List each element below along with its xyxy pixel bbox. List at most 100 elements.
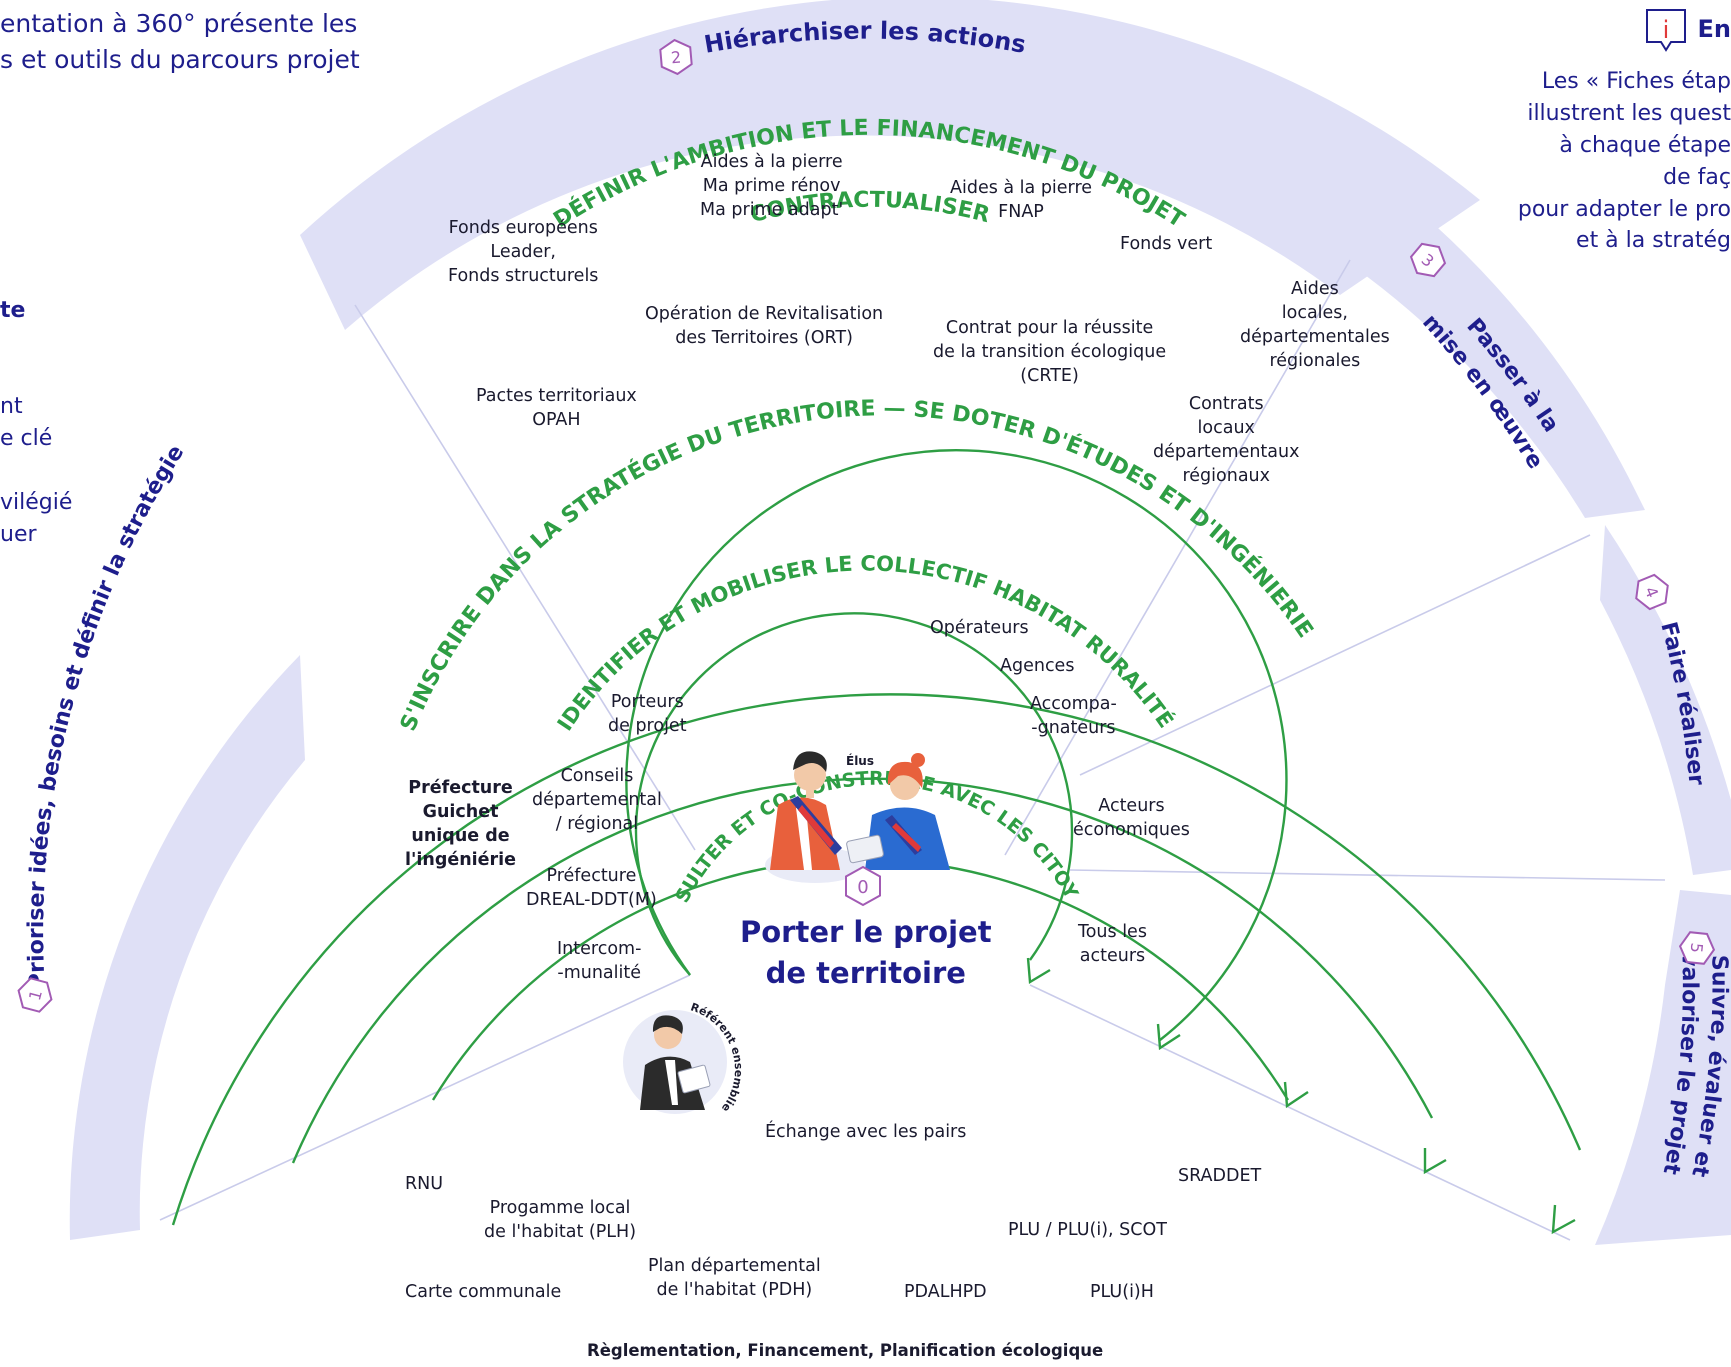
arrowhead xyxy=(1423,1148,1447,1175)
intro-line-2: s et outils du parcours projet xyxy=(0,45,360,75)
contract-line: Contrats xyxy=(1188,394,1264,414)
green-rings xyxy=(171,449,1582,1226)
reg-line: de l'habitat (PDH) xyxy=(656,1280,813,1301)
actor-line: -munalité xyxy=(557,963,641,984)
reg-line: Carte communale xyxy=(405,1282,562,1302)
actor-agences: Agences xyxy=(1000,654,1074,678)
funding-aides-pierre-fnap: Aides à la pierre FNAP xyxy=(950,176,1092,224)
actor-line: / régional xyxy=(555,814,639,835)
actor-line: Agences xyxy=(1000,656,1075,676)
intro-text: entation à 360° présente les s et outils… xyxy=(0,6,360,79)
actor-line: acteurs xyxy=(1079,946,1146,967)
funding-line: Fonds structurels xyxy=(448,266,599,287)
prefecture-line: unique de xyxy=(411,826,510,847)
reg-line: PLU(i)H xyxy=(1090,1282,1154,1302)
prefecture-line: Préfecture xyxy=(408,778,513,798)
step-badges: 1 2 3 4 5 xyxy=(17,38,1716,1013)
strategy-prefecture: Préfecture Guichet unique de l'ingéniéri… xyxy=(405,776,516,873)
arrowhead xyxy=(1283,1081,1309,1109)
reg-line: RNU xyxy=(405,1174,444,1194)
left-panel-line-4: nt xyxy=(0,393,23,419)
funding-line: locales, xyxy=(1281,303,1348,324)
info-line-5: pour adapter le pro xyxy=(1517,196,1731,222)
reg-line: SRADDET xyxy=(1178,1166,1262,1186)
actor-operateurs: Opérateurs xyxy=(930,616,1029,640)
ring-arrowheads xyxy=(1026,957,1576,1235)
reg-line: de l'habitat (PLH) xyxy=(484,1222,637,1243)
ring-contract xyxy=(291,777,1434,1164)
actor-line: Opérateurs xyxy=(930,618,1029,638)
center-title: Porter le projet de territoire xyxy=(740,912,992,994)
band-segment-5 xyxy=(1595,890,1731,1245)
actor-line: Conseils xyxy=(560,766,634,786)
left-panel-text: te nt e clé vilégié uer xyxy=(0,295,72,550)
info-line: Les « Fiches étap xyxy=(1518,66,1731,98)
elus-illustration: Élus xyxy=(765,751,950,883)
left-panel-line-5: e clé xyxy=(0,425,53,451)
contract-line: locaux xyxy=(1197,418,1255,439)
step-badge-2: 2 xyxy=(659,38,693,76)
funding-line: Leader, xyxy=(490,242,556,263)
contract-pactes: Pactes territoriaux OPAH xyxy=(476,384,637,432)
actor-line: Porteurs xyxy=(610,692,684,712)
reg-line: PDALHPD xyxy=(904,1282,987,1302)
actor-tous-acteurs: Tous les acteurs xyxy=(1078,920,1147,968)
left-panel-line-1: te xyxy=(0,298,26,323)
contract-line: départementaux xyxy=(1153,442,1300,463)
band-segment-4 xyxy=(1600,525,1731,875)
elected-man-figure xyxy=(765,751,865,883)
contract-line: OPAH xyxy=(532,410,581,431)
svg-text:i: i xyxy=(1663,16,1670,44)
actor-porteurs: Porteurs de projet xyxy=(608,690,687,738)
ring-citizens xyxy=(634,612,1074,976)
funding-line: Ma prime rénov xyxy=(702,176,841,197)
prefecture-line: l'ingéniérie xyxy=(405,850,517,871)
actor-accompagnateurs: Accompa- -gnateurs xyxy=(1030,692,1117,740)
arrowhead xyxy=(1551,1204,1576,1235)
left-panel-line-3 xyxy=(0,359,72,391)
contract-line: Opération de Revitalisation xyxy=(645,304,884,324)
divider-line xyxy=(1069,869,1666,881)
info-text: Les « Fiches étap illustrent les quest à… xyxy=(1518,66,1731,257)
center-badge: 0 xyxy=(845,865,881,907)
funding-line: départementales xyxy=(1240,327,1390,348)
band-segment-2 xyxy=(300,0,1480,330)
reg-pdh: Plan départemental de l'habitat (PDH) xyxy=(648,1254,821,1302)
actor-prefecture-dreal: Préfecture DREAL-DDT(M) xyxy=(526,864,657,912)
info-line-3: à chaque étape xyxy=(1559,132,1731,158)
actor-line: Acteurs xyxy=(1098,796,1165,816)
info-line-1: Les « Fiches étap xyxy=(1541,69,1731,94)
step-badge-5: 5 xyxy=(1678,931,1716,965)
contract-line: (CRTE) xyxy=(1020,366,1079,387)
outer-steps-band xyxy=(69,0,1731,1245)
actor-line: -gnateurs xyxy=(1031,718,1116,739)
arrowhead xyxy=(1156,1023,1181,1051)
divider-line xyxy=(1029,984,1571,1241)
left-panel-line-7: vilégié xyxy=(0,489,73,515)
info-title: En xyxy=(1697,15,1731,43)
left-panel-line-2 xyxy=(0,327,72,359)
radial-dividers xyxy=(159,259,1666,1241)
funding-aides-locales: Aides locales, départementales régionale… xyxy=(1240,277,1390,374)
svg-text:0: 0 xyxy=(857,877,868,898)
funding-line: régionales xyxy=(1269,351,1361,372)
actor-line: Tous les xyxy=(1078,922,1147,942)
step-badge-4: 4 xyxy=(1635,573,1669,611)
divider-line xyxy=(1004,259,1351,856)
band-segment-1 xyxy=(69,655,305,1240)
funding-line: Aides à la pierre xyxy=(950,178,1093,198)
divider-line xyxy=(1079,534,1591,776)
reg-line: Progamme local xyxy=(489,1198,631,1218)
svg-text:2: 2 xyxy=(670,48,682,68)
contract-locaux: Contrats locaux départementaux régionaux xyxy=(1153,392,1299,489)
actor-line: départemental xyxy=(532,790,662,811)
funding-line: Fonds européens xyxy=(448,218,598,238)
contract-line: de la transition écologique xyxy=(933,342,1167,363)
actor-line: de projet xyxy=(608,716,687,737)
divider-line xyxy=(159,974,691,1221)
actor-line: économiques xyxy=(1073,820,1190,841)
left-panel-line-8: uer xyxy=(0,521,37,547)
funding-line: FNAP xyxy=(998,202,1044,223)
funding-line: Ma prime adapt' xyxy=(700,200,844,221)
actor-line: Intercom- xyxy=(557,939,642,959)
